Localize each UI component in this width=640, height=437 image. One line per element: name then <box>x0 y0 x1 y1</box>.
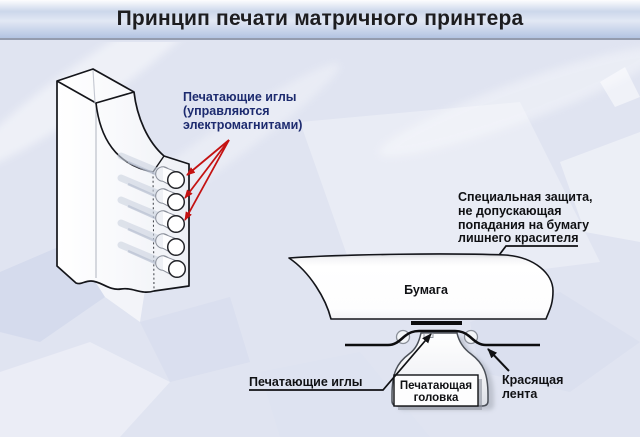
needles-connector-line <box>249 333 432 391</box>
paper-shape <box>288 253 554 320</box>
shield-label-line4: лишнего красителя <box>458 231 578 245</box>
shield-label-line3: попадания на бумагу <box>458 218 589 232</box>
pin <box>117 219 186 257</box>
pin <box>117 196 186 234</box>
pin <box>117 152 186 190</box>
red-arrow <box>184 139 230 199</box>
pins-label-line1: Печатающие иглы <box>183 90 296 104</box>
page-title: Принцип печати матричного принтера <box>116 7 524 30</box>
ribbon-arrow <box>487 348 510 372</box>
pins-label-line2: (управляются <box>183 104 270 118</box>
ribbon-label-line1: Красящая <box>502 373 563 387</box>
print-pins <box>117 152 187 279</box>
ribbon-label-line2: лента <box>502 387 538 401</box>
paper-label: Бумага <box>404 283 449 297</box>
red-arrow <box>184 139 230 221</box>
needles-label: Печатающие иглы <box>249 375 362 389</box>
head-label-box <box>393 374 479 407</box>
pins-callout-label: Печатающие иглы (управляются электромагн… <box>183 90 302 132</box>
protection-plate <box>411 321 462 325</box>
head-label-line2: головка <box>414 392 459 404</box>
shield-label-line1: Специальная защита, <box>458 190 593 204</box>
red-arrows <box>184 139 230 221</box>
red-arrow <box>186 139 230 176</box>
pins-label-line3: электромагнитами) <box>183 118 302 132</box>
printhead-block-drawing: Печатающие иглы (управляются электромагн… <box>56 68 302 293</box>
title-bar: Принцип печати матричного принтера <box>0 0 640 40</box>
pin <box>117 174 186 212</box>
pin <box>117 241 187 279</box>
shield-label-line2: не допускающая <box>458 204 562 218</box>
shield-label: Специальная защита, не допускающая попад… <box>458 190 593 245</box>
ribbon-label: Красящая лента <box>502 373 563 401</box>
head-label-line1: Печатающая <box>400 380 472 392</box>
ribbon-line <box>345 329 540 347</box>
mechanism-drawing: Специальная защита, не допускающая попад… <box>249 190 593 410</box>
